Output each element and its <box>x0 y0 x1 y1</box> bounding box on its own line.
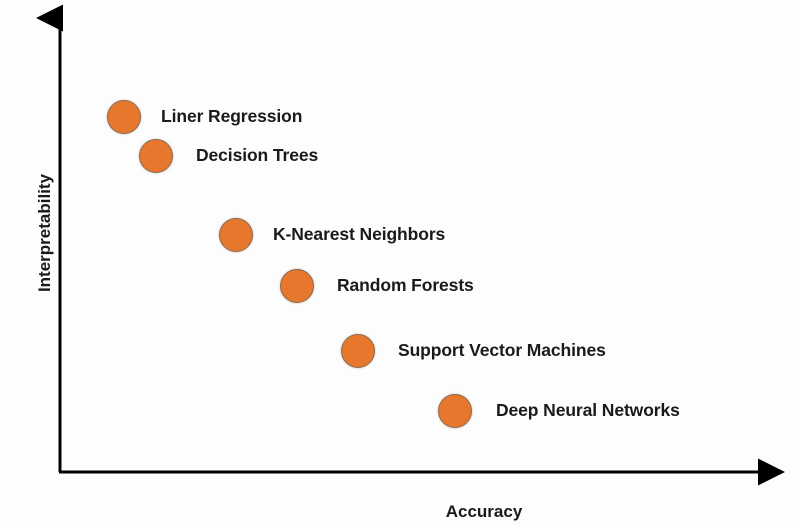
data-point-marker <box>219 218 253 252</box>
data-point-label: Random Forests <box>337 275 474 295</box>
data-point-label: K-Nearest Neighbors <box>273 224 446 244</box>
data-point-marker <box>341 334 375 368</box>
data-point-marker <box>107 100 141 134</box>
data-point-marker <box>139 139 173 173</box>
data-point-label: Decision Trees <box>196 145 319 165</box>
y-axis-title: Interpretability <box>35 173 54 293</box>
data-point-label: Deep Neural Networks <box>496 400 680 420</box>
data-point-label: Support Vector Machines <box>398 340 606 360</box>
data-point-marker <box>280 269 314 303</box>
data-point-label: Liner Regression <box>161 106 303 126</box>
x-axis-title: Accuracy <box>445 502 523 521</box>
data-point-marker <box>438 394 472 428</box>
